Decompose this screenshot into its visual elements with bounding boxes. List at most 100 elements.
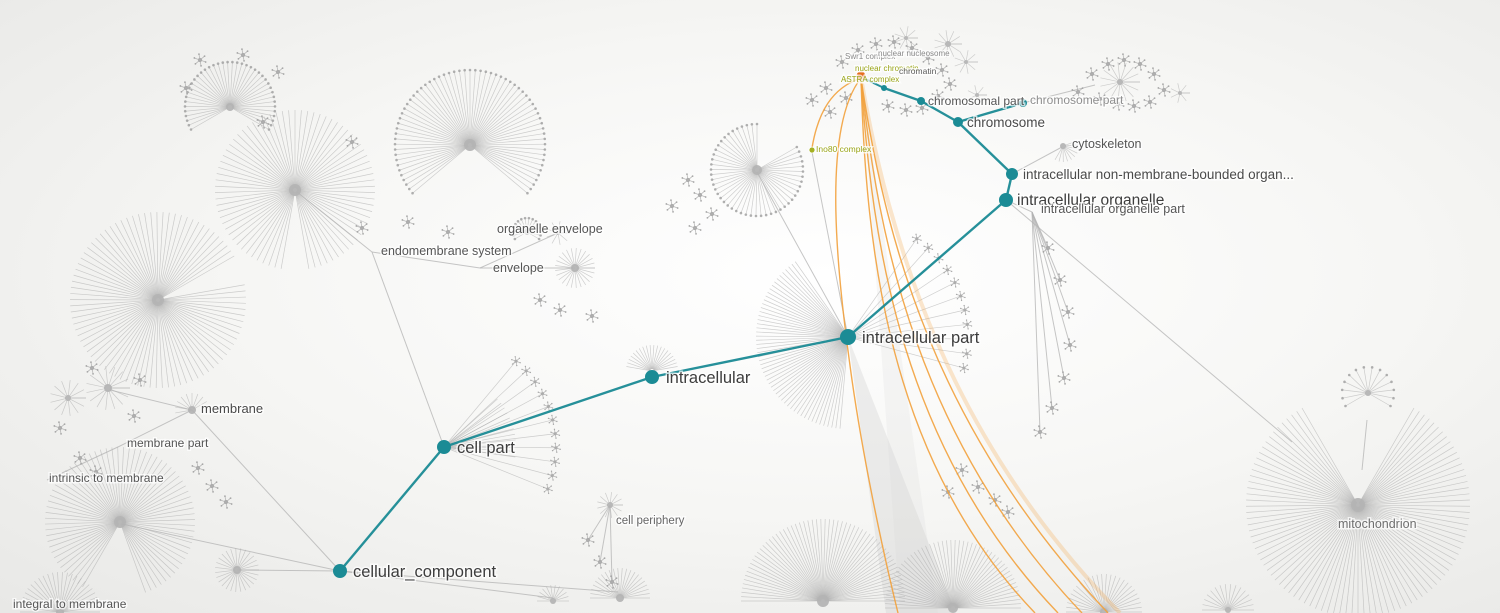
orange-edge-band [859, 77, 1122, 613]
label-chromosomal-part[interactable]: chromosomal part [927, 93, 1027, 110]
node-chromatin[interactable] [881, 85, 887, 91]
node-chromosome[interactable] [953, 117, 963, 127]
cluster-node[interactable] [752, 165, 762, 175]
flower-glyph [839, 91, 853, 105]
node-intracellular[interactable] [645, 370, 659, 384]
fan-cluster [626, 345, 678, 371]
flower-glyph [1117, 53, 1131, 67]
flower-glyph [959, 362, 969, 374]
cluster-node[interactable] [1351, 498, 1365, 512]
label-cell-periphery[interactable]: cell periphery [615, 514, 687, 529]
flower-glyph [887, 35, 901, 49]
node-intracellular-part[interactable] [840, 329, 856, 345]
fan-cluster [445, 356, 561, 495]
cluster-node[interactable] [226, 103, 234, 111]
label-nuclear-chromatin[interactable]: nuclear chromatin [854, 63, 921, 75]
cluster-node[interactable] [550, 598, 556, 604]
label-intrinsic-to-membrane[interactable]: intrinsic to membrane [48, 470, 166, 487]
cluster-node[interactable] [56, 608, 64, 613]
node-intracellular-organelle[interactable] [999, 193, 1013, 207]
flower-glyph [593, 555, 607, 569]
graph-edge [296, 191, 373, 253]
label-intracellular-part[interactable]: intracellular part [861, 328, 982, 349]
matched-term-node[interactable] [843, 77, 849, 83]
flower-glyph [1053, 273, 1067, 287]
highlighted-term-node[interactable] [855, 70, 867, 82]
fan-cluster [597, 492, 623, 518]
label-mitochondrion[interactable]: mitochondrion [1337, 516, 1419, 533]
flower-glyph [911, 233, 922, 244]
flower-glyph [605, 575, 619, 589]
flower-glyph [547, 414, 558, 426]
graph-edge [109, 389, 193, 411]
label-intracellular-non-membrane-bounded-organ[interactable]: intracellular non-membrane-bounded organ… [1022, 166, 1296, 184]
label-ino80-complex[interactable]: Ino80 complex [815, 143, 874, 156]
label-endomembrane-system[interactable]: endomembrane system [380, 243, 514, 260]
label-swr1-complex[interactable]: Swr1 complex [844, 51, 897, 63]
cluster-node[interactable] [524, 229, 530, 235]
label-chromosome[interactable]: chromosome [966, 114, 1047, 132]
fan-cluster [69, 212, 246, 388]
flower-glyph [835, 55, 849, 69]
flower-glyph [681, 173, 695, 187]
flower-glyph [942, 264, 953, 276]
matched-term-node[interactable] [808, 146, 816, 154]
label-cell-part[interactable]: cell part [456, 438, 517, 459]
graph-edge [339, 570, 554, 599]
label-chromosome-part[interactable]: chromosome part [1029, 92, 1126, 109]
cluster-node[interactable] [1117, 79, 1123, 85]
node-intracellular-non-membrane-bounded-organel[interactable] [1006, 168, 1018, 180]
flower-glyphs [53, 35, 1171, 589]
cluster-node[interactable] [104, 384, 112, 392]
cluster-node[interactable] [152, 294, 164, 306]
node-cell-part[interactable] [437, 440, 451, 454]
label-membrane[interactable]: membrane [200, 400, 265, 418]
label-membrane-part[interactable]: membrane part [126, 435, 211, 452]
label-intracellular-organelle[interactable]: intracellular organelle [1016, 191, 1166, 211]
cluster-node[interactable] [464, 139, 476, 151]
graph-edge [1011, 146, 1063, 175]
label-integral-to-membrane[interactable]: integral to membrane [12, 596, 129, 613]
cluster-node[interactable] [114, 516, 126, 528]
label-chromatin[interactable]: chromatin [898, 65, 939, 78]
fan-cluster [1246, 407, 1470, 613]
cluster-node[interactable] [817, 595, 829, 607]
cluster-node[interactable] [948, 603, 958, 613]
flower-glyph [533, 293, 547, 307]
label-cellular-component[interactable]: cellular_component [352, 562, 499, 583]
label-envelope[interactable]: envelope [492, 260, 546, 277]
flower-glyph [1041, 241, 1055, 255]
label-organelle-envelope[interactable]: organelle envelope [496, 221, 605, 238]
label-intracellular[interactable]: intracellular [665, 368, 753, 389]
fan-cluster [1100, 62, 1140, 102]
cluster-node[interactable] [1365, 390, 1371, 396]
fan-cluster [885, 540, 1021, 613]
node-cellular-component[interactable] [333, 564, 347, 578]
label-intracellular-organelle-part[interactable]: intracellular organelle part [1040, 201, 1187, 218]
cluster-node[interactable] [65, 395, 71, 401]
cluster-node[interactable] [975, 93, 979, 97]
label-nuclear-nucleosome[interactable]: nuclear nucleosome [877, 48, 952, 60]
label-astra-complex[interactable]: ASTRA complex [840, 74, 901, 86]
flower-glyph [693, 188, 707, 202]
flower-glyph [73, 451, 87, 465]
graph-edge [479, 232, 559, 269]
fan-cluster [546, 221, 570, 245]
cluster-node[interactable] [1225, 607, 1231, 613]
term-fan-clusters [20, 26, 1470, 613]
cluster-node[interactable] [964, 60, 968, 64]
node-chromosomal-part[interactable] [917, 97, 925, 105]
cluster-node[interactable] [1178, 91, 1182, 95]
flower-glyph [705, 207, 719, 221]
graph-edge [1361, 419, 1368, 471]
cluster-node[interactable] [904, 36, 908, 40]
flower-glyph [950, 277, 960, 288]
term-nodes[interactable] [333, 70, 1027, 578]
label-cytoskeleton[interactable]: cytoskeleton [1071, 136, 1144, 153]
flower-glyph [530, 376, 540, 387]
cluster-node[interactable] [616, 594, 624, 602]
node-chromosome-part[interactable] [1019, 99, 1027, 107]
selected-edge [883, 86, 922, 103]
cluster-node[interactable] [945, 41, 951, 47]
